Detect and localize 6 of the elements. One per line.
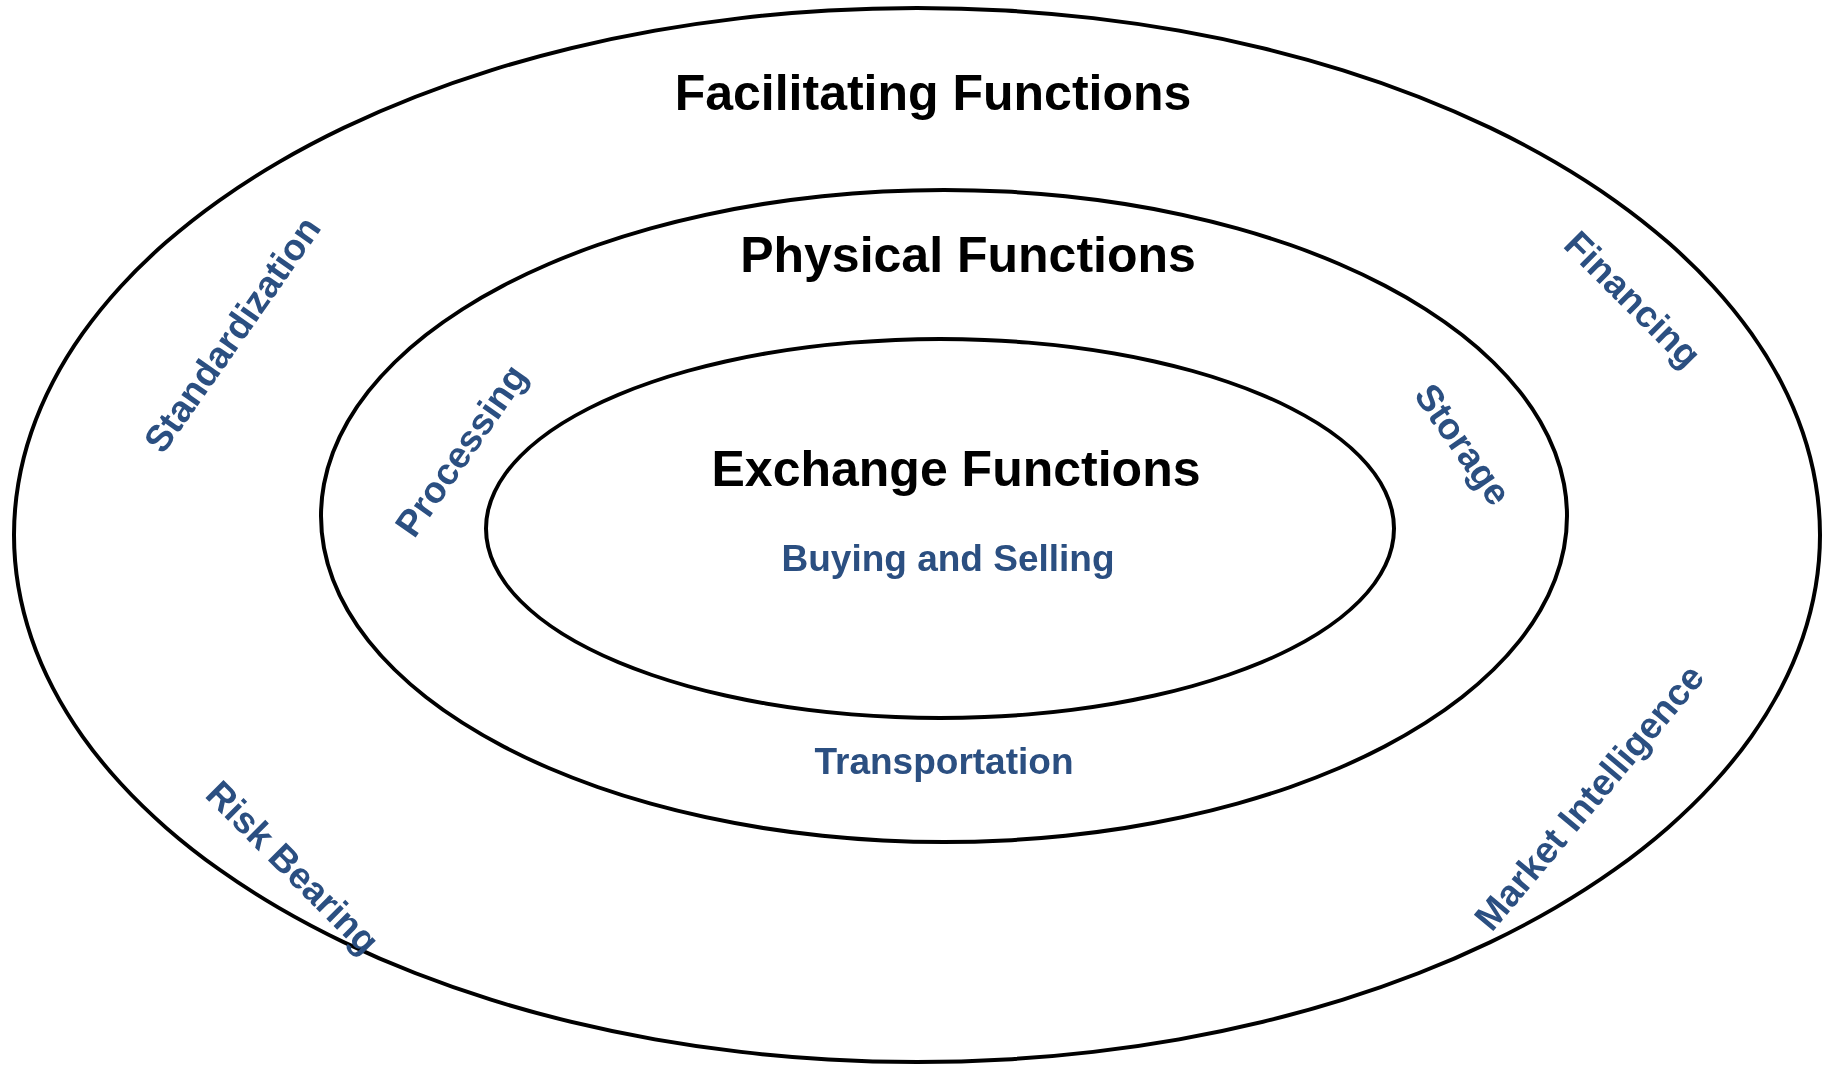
group-heading: Facilitating Functions <box>674 65 1192 121</box>
group-heading: Physical Functions <box>740 227 1196 283</box>
function-label: Buying and Selling <box>781 538 1115 580</box>
function-label: Transportation <box>814 741 1074 783</box>
outer-ellipse <box>12 6 1822 1064</box>
group-heading: Exchange Functions <box>711 441 1201 497</box>
